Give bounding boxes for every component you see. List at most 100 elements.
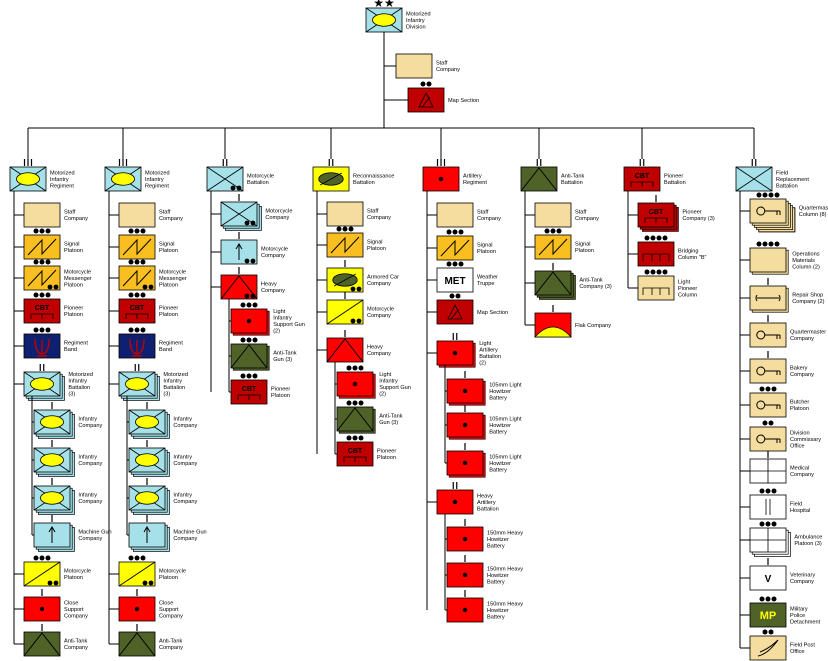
echelon-dot bbox=[45, 555, 51, 561]
unit-frame bbox=[749, 494, 787, 520]
echelon-dot bbox=[140, 259, 146, 265]
wheel-icon bbox=[148, 580, 154, 586]
echelon-dot bbox=[240, 373, 246, 379]
wheel-icon bbox=[47, 284, 53, 290]
unit-5-3: Flak Company bbox=[534, 305, 611, 338]
echelon-dot bbox=[656, 235, 662, 241]
unit-frame bbox=[407, 87, 445, 113]
wheel-icon bbox=[350, 286, 356, 292]
wheel-icon bbox=[47, 580, 53, 586]
echelon-dot bbox=[246, 302, 252, 308]
unit-frame bbox=[436, 267, 474, 293]
echelon-dot bbox=[768, 192, 774, 198]
echelon-dot bbox=[140, 327, 146, 333]
echelon-dot bbox=[252, 302, 258, 308]
unit-frame bbox=[230, 343, 268, 369]
echelon-dot bbox=[452, 261, 458, 267]
echelon-dot bbox=[140, 228, 146, 234]
cbt-text: CBT bbox=[130, 305, 145, 312]
echelon-dot bbox=[452, 229, 458, 235]
echelon-dot bbox=[33, 555, 39, 561]
echelon-dot bbox=[644, 235, 650, 241]
echelon-dot bbox=[768, 241, 774, 247]
echelon-dot bbox=[128, 327, 134, 333]
echelon-dot bbox=[134, 555, 140, 561]
echelon-dot bbox=[759, 488, 765, 494]
echelon-dot bbox=[756, 192, 762, 198]
echelon-dot bbox=[140, 555, 146, 561]
echelon-dot bbox=[771, 488, 777, 494]
echelon-dot bbox=[240, 302, 246, 308]
echelon-dot bbox=[128, 228, 134, 234]
echelon-dot bbox=[39, 555, 45, 561]
echelon-dot bbox=[762, 241, 768, 247]
wheel-icon bbox=[250, 258, 256, 264]
unit-frame bbox=[749, 602, 787, 628]
echelon-dot bbox=[45, 259, 51, 265]
echelon-dot bbox=[768, 629, 774, 635]
echelon-dot bbox=[352, 400, 358, 406]
unit-frame bbox=[436, 299, 474, 325]
map-section-hq: Map Section bbox=[407, 81, 479, 113]
echelon-dot bbox=[768, 420, 774, 426]
unit-frame bbox=[336, 406, 374, 432]
echelon-dot bbox=[246, 373, 252, 379]
echelon-dot bbox=[446, 261, 452, 267]
unit-frame bbox=[534, 202, 572, 228]
cbt-text: CBT bbox=[348, 448, 363, 455]
echelon-dot bbox=[128, 292, 134, 298]
met-text: MET bbox=[444, 276, 465, 287]
unit-label: QuartermasterColumn (8) bbox=[799, 206, 828, 219]
unit-frame bbox=[23, 631, 61, 657]
echelon-dot bbox=[762, 420, 768, 426]
unit-frame bbox=[326, 337, 364, 363]
unit-frame bbox=[520, 166, 558, 192]
echelon-dot bbox=[240, 337, 246, 343]
wheel-icon bbox=[142, 284, 148, 290]
echelon-dot bbox=[650, 235, 656, 241]
echelon-dot bbox=[449, 293, 455, 299]
